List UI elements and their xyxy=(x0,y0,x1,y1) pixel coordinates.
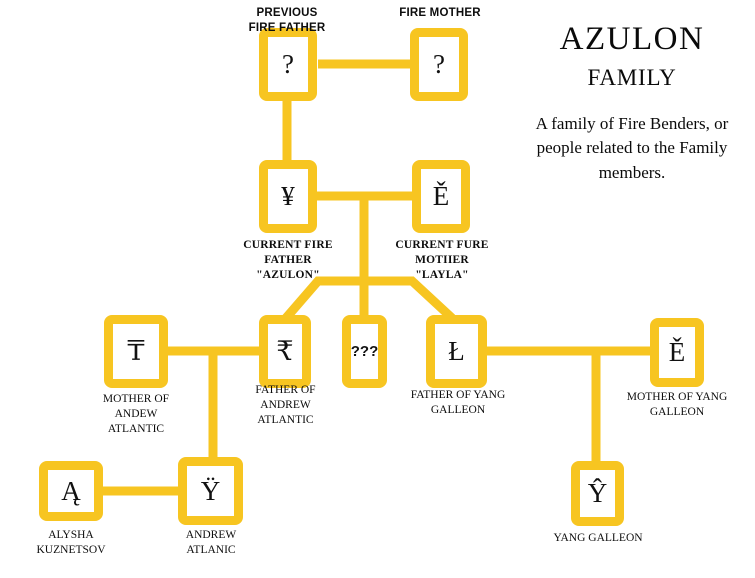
caption-alysha-kuznetsov: ALYSHA KUZNETSOV xyxy=(36,529,106,557)
caption-current-fire-father: CURRENT FIRE FATHER "AZULON" xyxy=(243,239,333,282)
caption-father-of-yang: FATHER OF YANG GALLEON xyxy=(410,389,506,417)
glyph-unknown-sibling: ??? xyxy=(350,343,379,360)
node-current-fire-mother[interactable]: Ě xyxy=(412,160,470,233)
node-previous-fire-father[interactable]: ? xyxy=(259,28,317,101)
glyph-yang-galleon: Ŷ xyxy=(587,478,608,508)
caption-mother-of-yang: MOTHER OF YANG GALLEON xyxy=(626,391,728,419)
caption-father-of-andrew: FATHER OF ANDREW ATLANTIC xyxy=(255,384,316,427)
wire-sibling-left xyxy=(282,276,364,321)
node-unknown-sibling[interactable]: ??? xyxy=(342,315,387,388)
glyph-father-of-yang: Ł xyxy=(448,336,465,366)
node-andrew-atlanic[interactable]: Ÿ xyxy=(178,457,243,525)
glyph-fire-mother: ? xyxy=(433,49,445,79)
node-alysha-kuznetsov[interactable]: Ą xyxy=(39,461,103,521)
title-block: AZULON FAMILY A family of Fire Benders, … xyxy=(512,22,752,186)
node-yang-galleon[interactable]: Ŷ xyxy=(571,461,624,526)
caption-mother-of-andrew: MOTHER OF ANDEW ATLANTIC xyxy=(102,393,170,436)
glyph-father-of-andrew: ₹ xyxy=(276,336,294,366)
glyph-current-fire-father: ¥ xyxy=(281,181,295,211)
node-mother-of-andrew[interactable]: ₸ xyxy=(104,315,168,388)
page-subtitle: FAMILY xyxy=(587,64,677,90)
glyph-mother-of-yang: Ě xyxy=(668,337,686,367)
node-father-of-yang[interactable]: Ł xyxy=(426,315,487,388)
caption-andrew-atlanic: ANDREW ATLANIC xyxy=(185,529,237,557)
glyph-mother-of-andrew: ₸ xyxy=(127,336,145,366)
page-description: A family of Fire Benders, or people rela… xyxy=(535,113,729,183)
node-fire-mother[interactable]: ? xyxy=(410,28,468,101)
wire-sibling-right xyxy=(364,276,456,322)
glyph-previous-fire-father: ? xyxy=(282,49,294,79)
glyph-current-fire-mother: Ě xyxy=(432,181,450,211)
caption-previous-fire-father: PREVIOUS FIRE FATHER xyxy=(248,7,326,35)
caption-fire-mother: FIRE MOTHER xyxy=(399,7,481,19)
glyph-andrew-atlanic: Ÿ xyxy=(200,475,221,506)
node-mother-of-yang[interactable]: Ě xyxy=(650,318,704,387)
node-current-fire-father[interactable]: ¥ xyxy=(259,160,317,233)
caption-yang-galleon: YANG GALLEON xyxy=(553,532,643,544)
caption-current-fire-mother: CURRENT FURE MOTIIER "LAYLA" xyxy=(395,239,489,282)
page-title: AZULON xyxy=(559,21,705,57)
glyph-alysha-kuznetsov: Ą xyxy=(61,475,81,506)
node-father-of-andrew[interactable]: ₹ xyxy=(259,315,311,388)
